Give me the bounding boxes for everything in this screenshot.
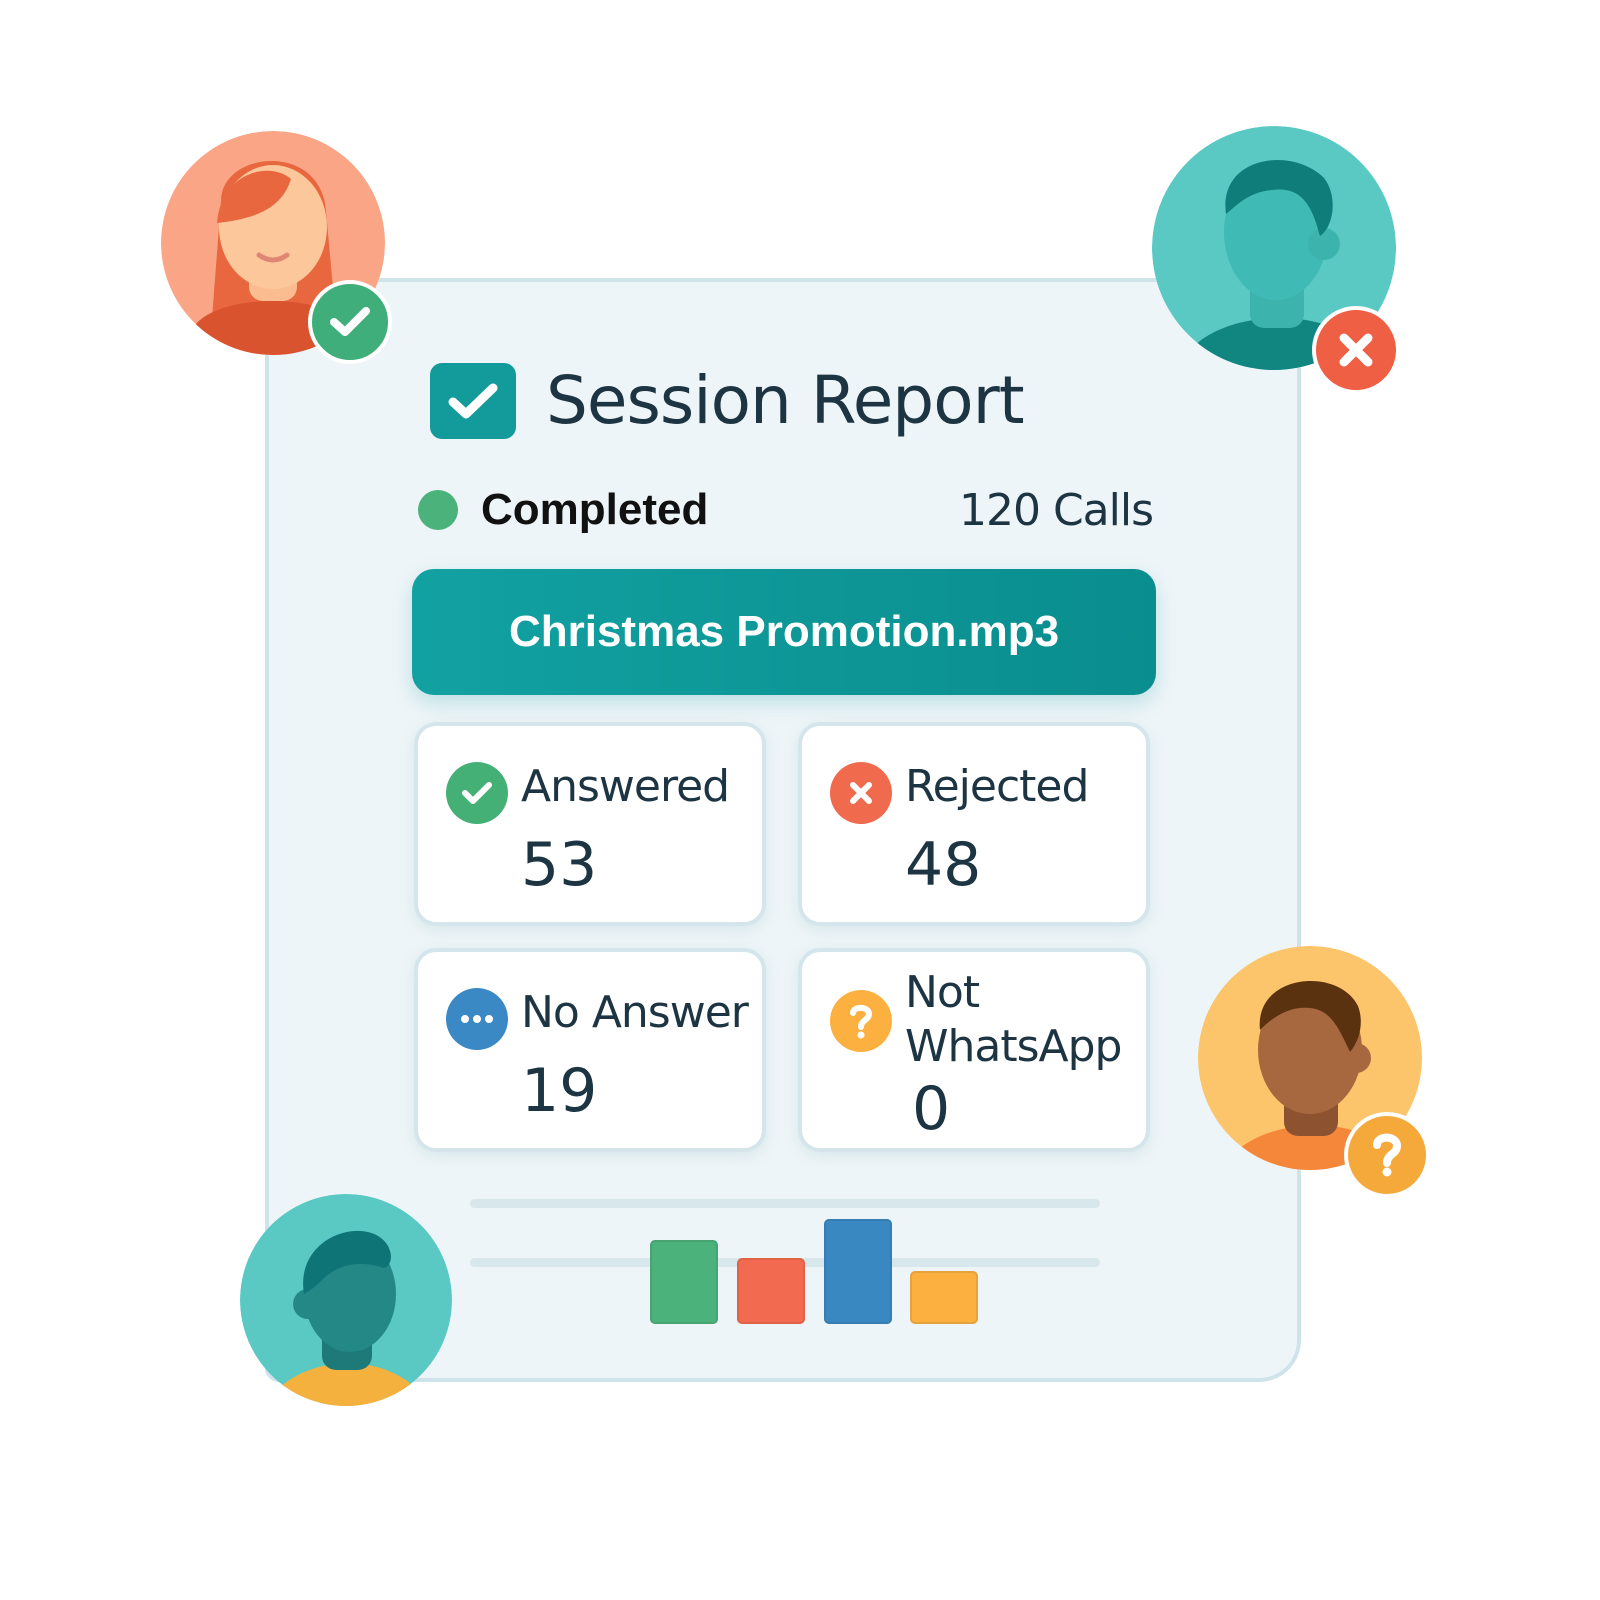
question-badge-icon — [1344, 1112, 1430, 1198]
stat-card-answered[interactable]: Answered 53 — [414, 722, 766, 926]
stat-value: 48 — [905, 830, 982, 900]
stat-label-line2: WhatsApp — [905, 1021, 1122, 1072]
chart-gridline — [470, 1199, 1100, 1208]
report-header: Session Report — [430, 362, 1025, 439]
man-teal-avatar — [1152, 126, 1396, 370]
audio-file-button[interactable]: Christmas Promotion.mp3 — [412, 569, 1156, 695]
x-badge-icon — [1312, 306, 1400, 394]
check-badge-icon — [308, 280, 392, 364]
status-row: Completed 120 Calls — [418, 485, 1154, 537]
check-circle-icon — [446, 762, 508, 824]
calls-count: 120 Calls — [958, 485, 1154, 536]
stat-value: 19 — [521, 1056, 598, 1126]
x-circle-icon — [830, 762, 892, 824]
stat-card-rejected[interactable]: Rejected 48 — [798, 722, 1150, 926]
stat-label-line1: Not — [905, 967, 980, 1018]
page-title: Session Report — [546, 362, 1025, 439]
ellipsis-circle-icon — [446, 988, 508, 1050]
man-orange-avatar — [1198, 946, 1422, 1170]
stat-label: Answered — [521, 761, 730, 812]
question-circle-icon — [830, 990, 892, 1052]
stat-card-not-whatsapp[interactable]: Not WhatsApp 0 — [798, 948, 1150, 1152]
checkbox-check-icon — [430, 362, 516, 439]
man-bottom-avatar — [240, 1194, 452, 1406]
stat-value: 53 — [521, 830, 598, 900]
bar-not-whatsapp — [910, 1271, 978, 1324]
status-label: Completed — [481, 485, 709, 534]
bar-no-answer — [824, 1219, 892, 1324]
stat-label: Not WhatsApp — [905, 966, 1122, 1074]
bar-rejected — [737, 1258, 805, 1324]
bar-answered — [650, 1240, 718, 1324]
stat-label: Rejected — [905, 761, 1089, 812]
stat-value: 0 — [912, 1074, 951, 1144]
status-dot-icon — [418, 490, 458, 530]
stat-card-no-answer[interactable]: No Answer 19 — [414, 948, 766, 1152]
stat-label: No Answer — [521, 987, 749, 1038]
